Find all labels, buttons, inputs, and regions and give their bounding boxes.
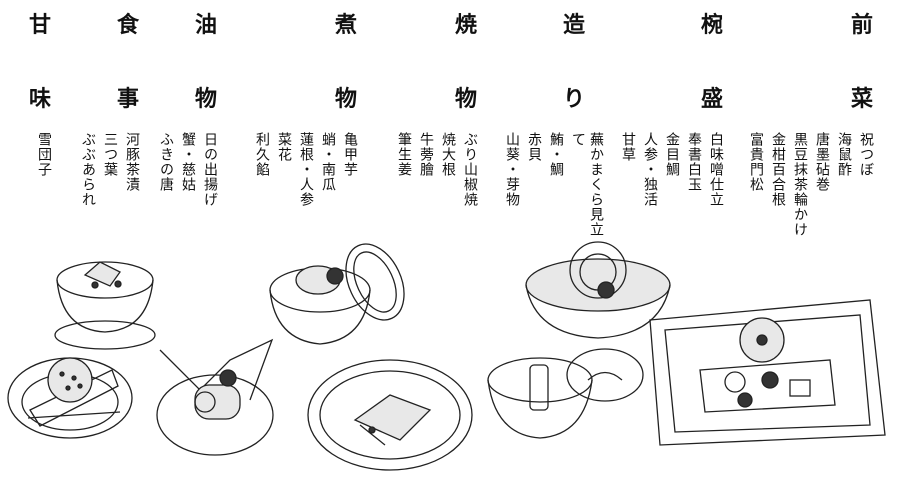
menu-item: 日の出揚げ (202, 132, 218, 207)
course-title-char: 事 (116, 86, 139, 112)
menu-item: ぶり山椒焼 (462, 132, 478, 207)
course-title-char: 前 (850, 12, 873, 38)
menu-item: ぶぶあられ (80, 132, 96, 207)
course-items-shokuji: 河豚茶漬三つ葉ぶぶあられ (79, 132, 141, 242)
course-title-char: 油 (194, 12, 217, 38)
menu-item: 筆生姜 (396, 132, 412, 177)
course-title-char: 煮 (334, 12, 357, 38)
menu-item: 金柑百合根 (770, 132, 786, 207)
menu-item: ふきの唐 (158, 132, 174, 192)
menu-item: 赤貝 (526, 132, 542, 162)
course-title-char: 味 (28, 86, 51, 112)
course-title-char: 物 (334, 86, 357, 112)
sashimi-bowl-illustration (525, 241, 671, 339)
course-items-nimono: 亀甲芋蛸・南瓜蓮根・人参菜花利久餡 (253, 132, 359, 242)
menu-item: 白味噌仕立 (708, 132, 724, 207)
menu-item: 菜花 (276, 132, 292, 162)
soup-bowl-illustration (487, 348, 644, 439)
simmered-dish-illustration (269, 243, 405, 345)
course-title-char: 物 (194, 86, 217, 112)
course-items-yakimono: ぶり山椒焼焼大根牛蒡膾筆生姜 (395, 132, 479, 242)
snowball-dessert-illustration (7, 357, 133, 439)
menu-item: 雪団子 (36, 132, 52, 177)
menu-item: 河豚茶漬 (124, 132, 140, 192)
menu-item: 唐墨砧巻 (814, 132, 830, 192)
course-title-char: 物 (454, 86, 477, 112)
course-title-char: 菜 (850, 86, 873, 112)
course-title-shokuji: 食事 (111, 14, 145, 110)
menu-item: 鮪・鯛 (548, 132, 564, 177)
menu-item: 牛蒡膾 (418, 132, 434, 177)
menu-item: 人参・独活 (642, 132, 658, 207)
course-title-char: 焼 (454, 12, 477, 38)
course-title-zensai: 前菜 (845, 14, 879, 110)
course-title-char: 椀 (700, 12, 723, 38)
menu-item: 蓮根・人参 (298, 132, 314, 207)
menu-item: 黒豆抹茶輪かけ (792, 132, 808, 237)
menu-item: 亀甲芋 (342, 132, 358, 177)
menu-item: 祝つぼ (858, 132, 874, 177)
menu-item: 蟹・慈姑 (180, 132, 196, 192)
course-title-yakimono: 焼物 (449, 14, 483, 110)
course-title-nimono: 煮物 (329, 14, 363, 110)
menu-item: 山葵・芽物 (504, 132, 520, 207)
course-items-tsukuri: 蕪かまくら見立て鮪・鯛赤貝山葵・芽物 (503, 132, 605, 242)
course-title-wanmori: 椀盛 (695, 14, 729, 110)
menu-item: 海鼠酢 (836, 132, 852, 177)
course-title-agemono: 油物 (189, 14, 223, 110)
tea-rice-bowl-illustration (54, 261, 156, 350)
menu-item: 奉書白玉 (686, 132, 702, 192)
course-items-amami: 雪団子 (35, 132, 53, 242)
menu-item: 利久餡 (254, 132, 270, 177)
course-title-char: 甘 (28, 12, 51, 38)
course-items-agemono: 日の出揚げ蟹・慈姑ふきの唐 (157, 132, 219, 242)
menu-item: 焼大根 (440, 132, 456, 177)
menu-item: 甘草 (620, 132, 636, 162)
course-items-zensai: 祝つぼ海鼠酢唐墨砧巻黒豆抹茶輪かけ金柑百合根富貴門松 (747, 132, 875, 242)
dish-illustrations (7, 241, 886, 471)
menu-item: 蕪かまくら見立て (570, 132, 604, 237)
course-title-char: 造 (562, 12, 585, 38)
menu-item: 金目鯛 (664, 132, 680, 177)
menu-item: 蛸・南瓜 (320, 132, 336, 192)
fried-dish-illustration (156, 338, 274, 456)
course-title-char: 盛 (700, 86, 723, 112)
course-title-char: り (562, 86, 585, 112)
course-title-tsukuri: 造り (557, 14, 591, 110)
course-title-char: 食 (116, 12, 139, 38)
appetizer-tray-illustration (649, 299, 886, 446)
course-title-amami: 甘味 (23, 14, 57, 110)
grilled-fish-illustration (307, 359, 473, 471)
menu-item: 富貴門松 (748, 132, 764, 192)
menu-item: 三つ葉 (102, 132, 118, 177)
course-items-wanmori: 白味噌仕立奉書白玉金目鯛人参・独活甘草 (619, 132, 725, 242)
